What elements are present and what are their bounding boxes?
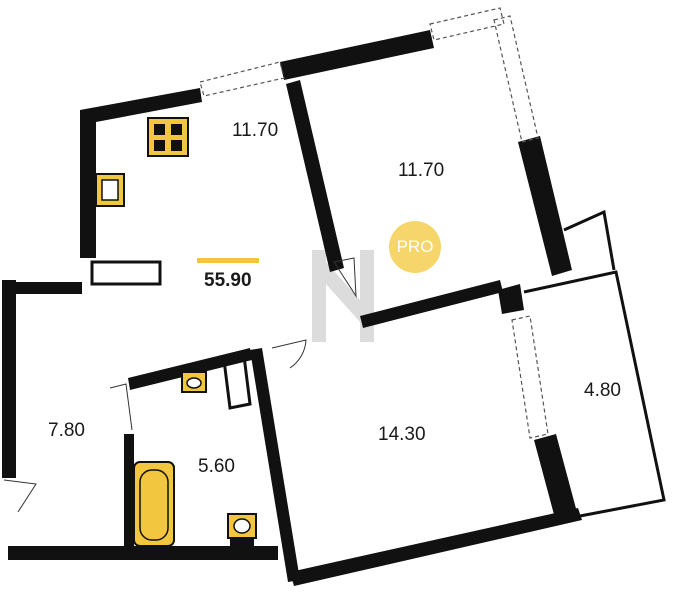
bathtub-icon [133,461,175,547]
room-area-kitchen: 11.70 [232,120,279,141]
thin-walls [90,209,666,518]
total-area: 55.90 [204,270,252,291]
toilet-icon [227,513,257,548]
walls [2,30,582,586]
pro-badge: PRO [389,221,441,273]
windows [199,7,549,439]
doors [3,257,357,513]
total-area-bar [197,258,259,263]
room-area-room-bottom: 14.30 [378,424,426,445]
room-area-balcony: 4.80 [584,380,621,401]
sink-icon [95,173,125,207]
room-area-bathroom: 5.60 [198,456,235,477]
stove-icon [147,117,189,157]
room-area-hallway: 7.80 [48,420,85,441]
room-area-room-top: 11.70 [398,160,445,181]
washbasin-icon [181,371,207,393]
